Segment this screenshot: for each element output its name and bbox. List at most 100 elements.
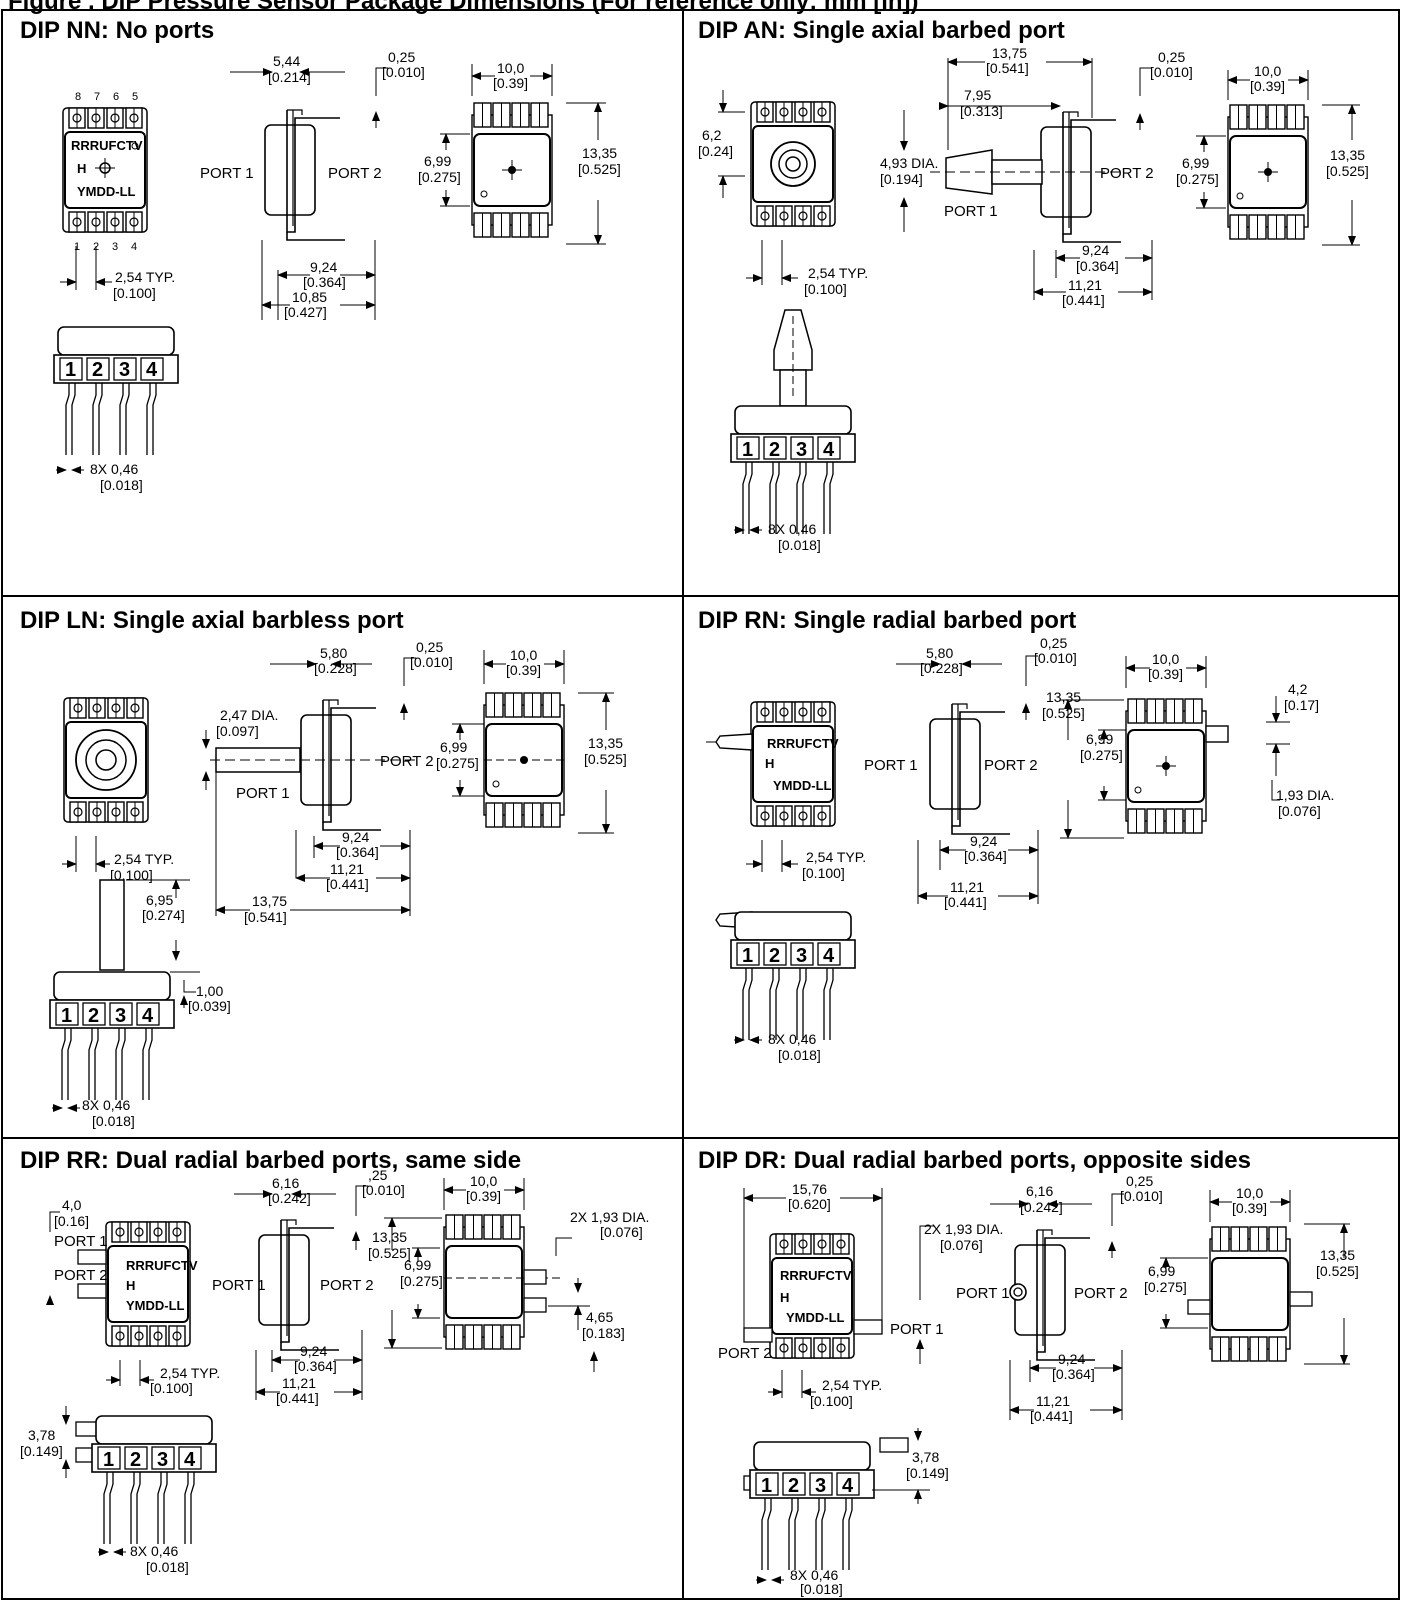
- dim-pitch-in: [0.100]: [804, 281, 847, 297]
- marking-h: H: [780, 1290, 789, 1305]
- front-pin-view: [49, 971, 175, 1101]
- panel-dip-an: DIP AN: Single axial barbed port 6,2 [0.…: [698, 17, 1369, 553]
- dim-4-0-in: [0.16]: [54, 1213, 89, 1229]
- dim-6-99: 6,99: [1086, 731, 1113, 747]
- dim-4-93: 4,93 DIA.: [880, 155, 938, 171]
- dim-11-21-in: [0.441]: [1062, 292, 1105, 308]
- top-view: RRRUFCTV H YMDD-LL: [769, 1233, 855, 1359]
- marking-line2: YMDD-LL: [126, 1298, 185, 1313]
- port1-label: PORT 1: [236, 785, 290, 802]
- end-view: [1187, 1226, 1313, 1362]
- dim-9-24: 9,24: [310, 259, 337, 275]
- pin-num: 4: [184, 1449, 196, 1471]
- dim-pitch: 2,54 TYP.: [806, 849, 866, 865]
- panel-title: DIP AN: Single axial barbed port: [698, 17, 1065, 44]
- panel-title: DIP LN: Single axial barbless port: [20, 607, 404, 634]
- pin-num: 2: [88, 1005, 99, 1027]
- side-view: [300, 699, 382, 831]
- dim-1-93: 2X 1,93 DIA.: [924, 1221, 1003, 1237]
- top-view: [63, 697, 149, 823]
- dim-13-35: 13,35: [588, 735, 623, 751]
- dim-pitch: 2,54 TYP.: [822, 1377, 882, 1393]
- dim-pitch: 2,54 TYP.: [160, 1365, 220, 1381]
- figure-header: Figure . DIP Pressure Sensor Package Dim…: [8, 0, 919, 15]
- panel-dip-rn: DIP RN: Single radial barbed port RRRUFC…: [698, 607, 1334, 1063]
- dim-5-44-in: [0.214]: [268, 69, 311, 85]
- dim-6-95-in: [0.274]: [142, 907, 185, 923]
- pin-num: 2: [130, 1449, 141, 1471]
- dim-1-00: 1,00: [196, 983, 223, 999]
- dim-9-24-in: [0.364]: [1052, 1366, 1095, 1382]
- dim-6-99-in: [0.275]: [418, 169, 461, 185]
- marking-line1: RRRUFCTV: [767, 736, 839, 751]
- dim-pitch-in: [0.100]: [150, 1380, 193, 1396]
- dim-9-24-in: [0.364]: [294, 1358, 337, 1374]
- pin-num: 3: [815, 1475, 826, 1497]
- dim-pitch: 2,54 TYP.: [115, 269, 175, 285]
- end-view: [443, 1214, 560, 1350]
- panel-dip-rr: DIP RR: Dual radial barbed ports, same s…: [20, 1147, 649, 1575]
- dim-15-76: 15,76: [792, 1181, 827, 1197]
- dim-6-99-in: [0.275]: [400, 1273, 443, 1289]
- port2-label: PORT 2: [1100, 165, 1154, 182]
- pin-num: 4: [142, 1005, 154, 1027]
- pin-num: 3: [119, 359, 130, 381]
- pin-num: 1: [65, 359, 76, 381]
- marking-line2: YMDD-LL: [773, 778, 832, 793]
- dim-0-25-in: [0.010]: [1120, 1188, 1163, 1204]
- dim-10-0-in: [0.39]: [466, 1188, 501, 1204]
- panel-title: DIP DR: Dual radial barbed ports, opposi…: [698, 1147, 1251, 1174]
- dim-13-35-in: [0.525]: [368, 1245, 411, 1261]
- dim-9-24-in: [0.364]: [964, 848, 1007, 864]
- dim-4-65-in: [0.183]: [582, 1325, 625, 1341]
- dim-3-78-in: [0.149]: [906, 1465, 949, 1481]
- dim-5-80-in: [0.228]: [314, 660, 357, 676]
- dim-6-2: 6,2: [702, 127, 722, 143]
- dim-13-35-in: [0.525]: [578, 161, 621, 177]
- dim-13-75: 13,75: [252, 893, 287, 909]
- dim-pitch: 2,54 TYP.: [114, 851, 174, 867]
- port1-label: PORT 1: [212, 1277, 266, 1294]
- end-view: [471, 102, 553, 238]
- dim-10-0-in: [0.39]: [493, 75, 528, 91]
- dim-11-21: 11,21: [1036, 1393, 1070, 1409]
- dim-10-0-in: [0.39]: [1148, 666, 1183, 682]
- dim-13-35-in: [0.525]: [1042, 705, 1085, 721]
- dim-lead-in: [0.018]: [146, 1559, 189, 1575]
- dim-13-35: 13,35: [372, 1229, 407, 1245]
- panel-title: DIP NN: No ports: [20, 17, 214, 44]
- pin-num: 1: [761, 1475, 772, 1497]
- pin-num: 4: [823, 439, 835, 461]
- pin-num: 1: [61, 1005, 72, 1027]
- dim-6-16-in: [0.242]: [1020, 1199, 1063, 1215]
- dim-13-75-in: [0.541]: [986, 60, 1029, 76]
- dim-13-35: 13,35: [1320, 1247, 1355, 1263]
- pin-num: 2: [788, 1475, 799, 1497]
- dim-0-25-in: [0.010]: [410, 654, 453, 670]
- dim-5-80-in: [0.228]: [920, 660, 963, 676]
- dim-11-21-in: [0.441]: [1030, 1408, 1073, 1424]
- dim-9-24: 9,24: [300, 1343, 327, 1359]
- dim-1-93: 1,93 DIA.: [1276, 787, 1334, 803]
- dim-lead-in: [0.018]: [778, 1047, 821, 1063]
- dim-lead: 8X 0,46: [768, 1031, 816, 1047]
- port1-label: PORT 1: [54, 1233, 108, 1250]
- dim-10-85: 10,85: [292, 289, 327, 305]
- port2-label: PORT 2: [718, 1345, 772, 1362]
- dim-lead-in: [0.018]: [100, 477, 143, 493]
- marking-h: H: [765, 756, 774, 771]
- dim-6-99: 6,99: [1182, 155, 1209, 171]
- dim-10-0-in: [0.39]: [506, 662, 541, 678]
- dim-1-00-in: [0.039]: [188, 998, 231, 1014]
- top-view: [750, 101, 836, 227]
- dim-lead: 8X 0,46: [82, 1097, 130, 1113]
- top-view: RRRUFCTV H YMDD-LL: [105, 1221, 198, 1347]
- dim-11-21-in: [0.441]: [944, 894, 987, 910]
- pin-label: 4: [131, 241, 137, 253]
- port2-label: PORT 2: [328, 165, 382, 182]
- dim-3-78-in: [0.149]: [20, 1443, 63, 1459]
- dim-10-0-in: [0.39]: [1250, 78, 1285, 94]
- port1-label: PORT 1: [890, 1321, 944, 1338]
- pin-num: 3: [115, 1005, 126, 1027]
